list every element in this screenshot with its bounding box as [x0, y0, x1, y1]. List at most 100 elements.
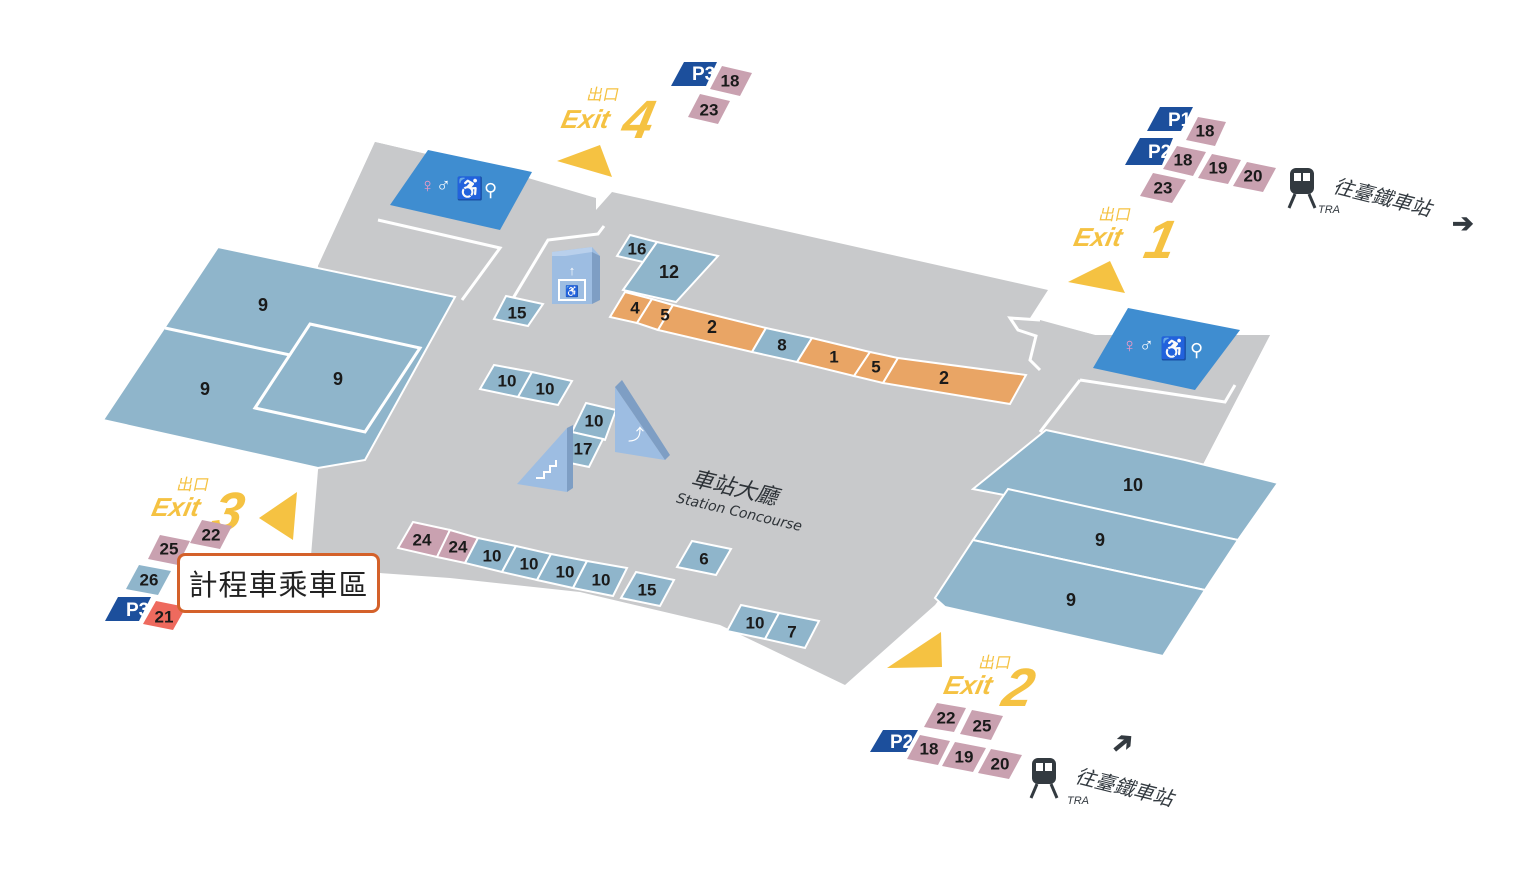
baby-changing-icon: ⚲ [484, 180, 497, 200]
shop-west-inner[interactable] [252, 322, 423, 434]
shop-east-top[interactable] [970, 428, 1280, 542]
male-restroom-icon: ♂ [1139, 335, 1154, 357]
parking-p3[interactable] [105, 597, 151, 621]
bus-route-tile[interactable] [978, 749, 1022, 779]
shop-label: 5 [660, 306, 669, 325]
parking-p3[interactable] [671, 62, 717, 86]
exit-number: 4 [616, 90, 660, 150]
shop-south-pair: 10 7 [725, 603, 821, 650]
shop-label: 10 [520, 555, 539, 574]
stairs-side [567, 425, 573, 492]
bus-route-tile[interactable] [924, 703, 966, 732]
exit-label-en: Exit [149, 492, 204, 522]
elevator[interactable]: ↑ ♿ [552, 247, 600, 304]
bus-route-label: 18 [721, 72, 740, 91]
parking-label: P2 [1148, 142, 1171, 163]
bus-route-tile[interactable] [1186, 117, 1226, 146]
taxi-stand-label[interactable]: 計程車乘車區 [177, 553, 380, 613]
shop-east-bot[interactable] [933, 538, 1207, 658]
shop-15[interactable] [619, 570, 676, 608]
bus-route-tile[interactable] [907, 735, 950, 765]
tra-label-en: TRA [1067, 795, 1089, 807]
parking-p2[interactable] [1125, 138, 1173, 165]
wall-lines-5 [1038, 379, 1082, 433]
shop-label: 9 [1095, 530, 1105, 550]
elevator-side [592, 252, 600, 304]
tra-label-en: TRA [1318, 204, 1340, 216]
bus-route-tile[interactable] [143, 601, 186, 630]
arrow-up-icon: ↑ [569, 263, 576, 278]
exit-label-en: Exit [559, 104, 614, 134]
shop-10[interactable] [570, 401, 618, 442]
bus-route-tile[interactable] [710, 66, 752, 96]
bus-route-label: 25 [160, 540, 179, 559]
bus-route-label: 22 [202, 526, 221, 545]
shop-center-pair: 10 10 [478, 363, 574, 407]
exit-label-zh: 出口 [1097, 205, 1133, 224]
arrow-right-icon: ➔ [1452, 208, 1474, 238]
shop-label: 10 [483, 547, 502, 566]
bus-route-label: 24 [413, 531, 432, 550]
stairs-icon [536, 460, 557, 479]
exit-label-zh: 出口 [175, 475, 211, 494]
exit-arrow-icon [1068, 261, 1125, 293]
wall-lines-3 [1007, 316, 1042, 372]
stairs[interactable] [517, 425, 573, 492]
bus-route-label: 20 [991, 755, 1010, 774]
parking-label: P1 [1168, 110, 1192, 131]
tra-direction-south[interactable]: TRA 往臺鐵車站 ➔ [1029, 723, 1179, 812]
bus-route-label: 18 [1196, 122, 1215, 141]
bus-route-tile[interactable] [190, 520, 232, 549]
restroom-east[interactable]: ♀ ♂ ♿ ⚲ [1093, 308, 1240, 390]
exit-label-zh: 出口 [585, 85, 621, 104]
shop-label: 9 [258, 295, 268, 315]
shop-2b[interactable] [881, 356, 1028, 406]
shop-10[interactable] [516, 370, 574, 407]
shop-10[interactable] [571, 559, 629, 598]
bus-route-label: 19 [1209, 159, 1228, 178]
shop-12[interactable] [621, 240, 720, 304]
parking-label: P2 [890, 732, 913, 753]
wall-lines-2 [498, 225, 606, 321]
escalator-side [615, 380, 670, 460]
exit-4-transit: P3 18 23 [671, 62, 752, 124]
exit-2[interactable]: 出口 Exit 2 [887, 632, 1041, 718]
restroom-north[interactable]: ♀ ♂ ♿ ⚲ [390, 150, 532, 230]
exit-4[interactable]: 出口 Exit 4 [555, 85, 661, 177]
exit-label-en: Exit [941, 670, 996, 700]
shop-label: 4 [630, 299, 640, 318]
bus-route-label: 26 [140, 571, 159, 590]
bus-route-label: 22 [937, 709, 956, 728]
shop-label: 2 [707, 317, 717, 337]
exit-1[interactable]: 出口 Exit 1 [1067, 205, 1183, 293]
bus-route-tile[interactable] [1233, 162, 1276, 192]
bus-route-tile[interactable] [688, 94, 730, 124]
bus-route-label: 21 [155, 608, 174, 627]
bus-route-tile[interactable] [960, 710, 1003, 740]
bus-route-tile[interactable] [1140, 173, 1186, 203]
bus-route-tile[interactable] [942, 742, 986, 772]
shop-7[interactable] [763, 611, 821, 650]
exit-3-transit: 25 22 26 P3 21 [105, 520, 232, 630]
parking-p1[interactable] [1147, 107, 1193, 131]
shop-block-west: 9 9 9 [101, 245, 457, 470]
shop-15-north[interactable] [492, 294, 545, 328]
bus-route-label: 25 [973, 717, 992, 736]
shop-label: 17 [574, 440, 593, 459]
bus-route-label: 18 [1174, 151, 1193, 170]
shop-label: 5 [871, 358, 880, 377]
parking-label: P3 [692, 64, 715, 85]
shop-label: 6 [699, 550, 708, 569]
tra-direction-east[interactable]: TRA 往臺鐵車站 ➔ [1287, 168, 1474, 238]
bus-route-tile[interactable] [126, 565, 171, 595]
parking-p2[interactable] [870, 730, 918, 752]
wall-lines-4 [1079, 378, 1237, 404]
bus-route-tile[interactable] [1163, 146, 1206, 176]
escalator[interactable]: ⤴ [615, 380, 670, 460]
arrow-up-icon: ➔ [1103, 723, 1141, 762]
shop-label: 15 [508, 304, 527, 323]
shop-6[interactable] [675, 539, 733, 577]
shop-label: 12 [659, 262, 679, 282]
bus-route-tile[interactable] [1198, 154, 1241, 184]
